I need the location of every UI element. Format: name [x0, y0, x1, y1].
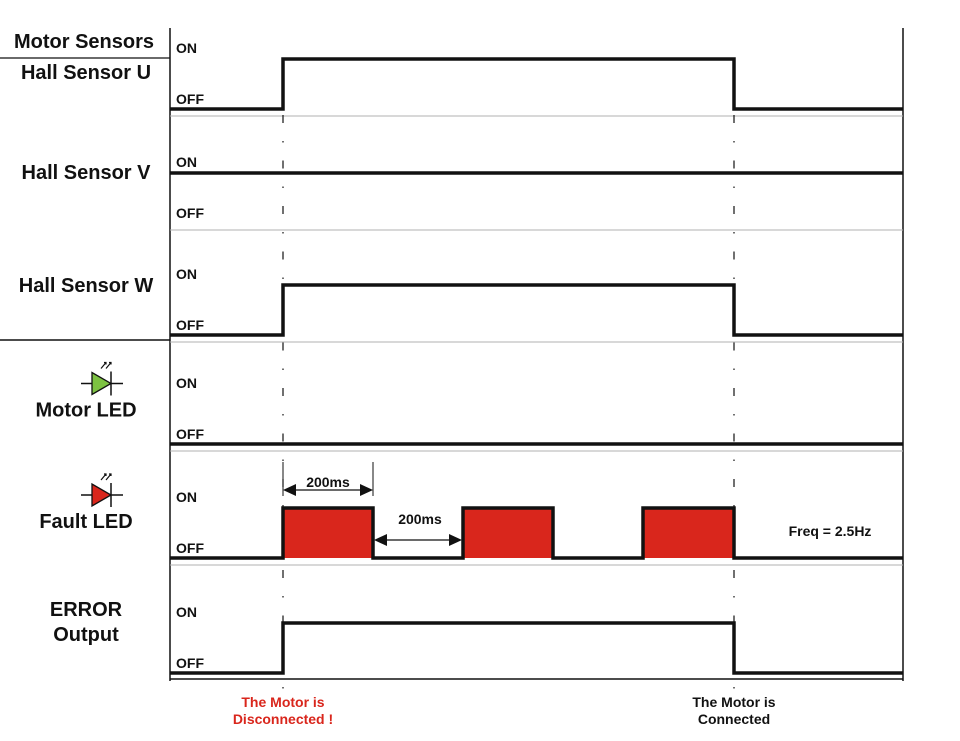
off-label: OFF	[176, 540, 204, 556]
waveforms	[170, 57, 903, 675]
arrow-right-icon	[360, 484, 373, 496]
signal-label: Hall Sensor V	[22, 162, 152, 184]
signal-waveform	[170, 57, 903, 111]
signal-label: Hall Sensor U	[21, 62, 151, 84]
off-label: OFF	[176, 426, 204, 442]
gap-width-label: 200ms	[398, 511, 442, 527]
disconnected-label-line1: The Motor is	[241, 694, 324, 710]
disconnected-label-line2: Disconnected !	[233, 711, 333, 727]
off-label: OFF	[176, 655, 204, 671]
frequency-label: Freq = 2.5Hz	[789, 523, 872, 539]
arrow-left-icon	[283, 484, 296, 496]
on-label: ON	[176, 40, 197, 56]
led-light-rays	[100, 361, 112, 369]
fault-pulse	[283, 508, 373, 558]
signal-waveform	[170, 283, 903, 337]
grid	[0, 28, 904, 695]
on-label: ON	[176, 604, 197, 620]
arrow-left-icon	[374, 534, 387, 546]
led-icon	[81, 361, 123, 396]
led-body	[91, 371, 113, 396]
signal-label: Fault LED	[39, 511, 132, 533]
on-label: ON	[176, 489, 197, 505]
pulse-width-label: 200ms	[306, 474, 350, 490]
fault-pulse	[463, 508, 553, 558]
signal-waveform	[170, 506, 903, 560]
led-icon	[81, 473, 123, 508]
signal-label: ERROR	[50, 599, 123, 621]
led-body	[91, 482, 113, 508]
signal-labels: ON OFF Hall Sensor U ON OFF Hall Sensor V ON OF…	[19, 40, 205, 671]
off-label: OFF	[176, 317, 204, 333]
signal-label: Hall Sensor W	[19, 275, 154, 297]
off-label: OFF	[176, 205, 204, 221]
gap-width-dimension: 200ms	[374, 511, 462, 546]
on-label: ON	[176, 266, 197, 282]
signal-label: Output	[53, 624, 119, 646]
header-motor-sensors: Motor Sensors	[14, 31, 154, 53]
connected-label-line2: Connected	[698, 711, 770, 727]
connected-label-line1: The Motor is	[692, 694, 775, 710]
on-label: ON	[176, 375, 197, 391]
off-label: OFF	[176, 91, 204, 107]
fault-pulse	[643, 508, 734, 558]
signal-label: Motor LED	[35, 400, 136, 422]
led-light-rays	[100, 473, 112, 481]
pulse-width-dimension: 200ms	[282, 462, 374, 496]
signal-waveform	[170, 621, 903, 675]
on-label: ON	[176, 154, 197, 170]
arrow-right-icon	[449, 534, 462, 546]
